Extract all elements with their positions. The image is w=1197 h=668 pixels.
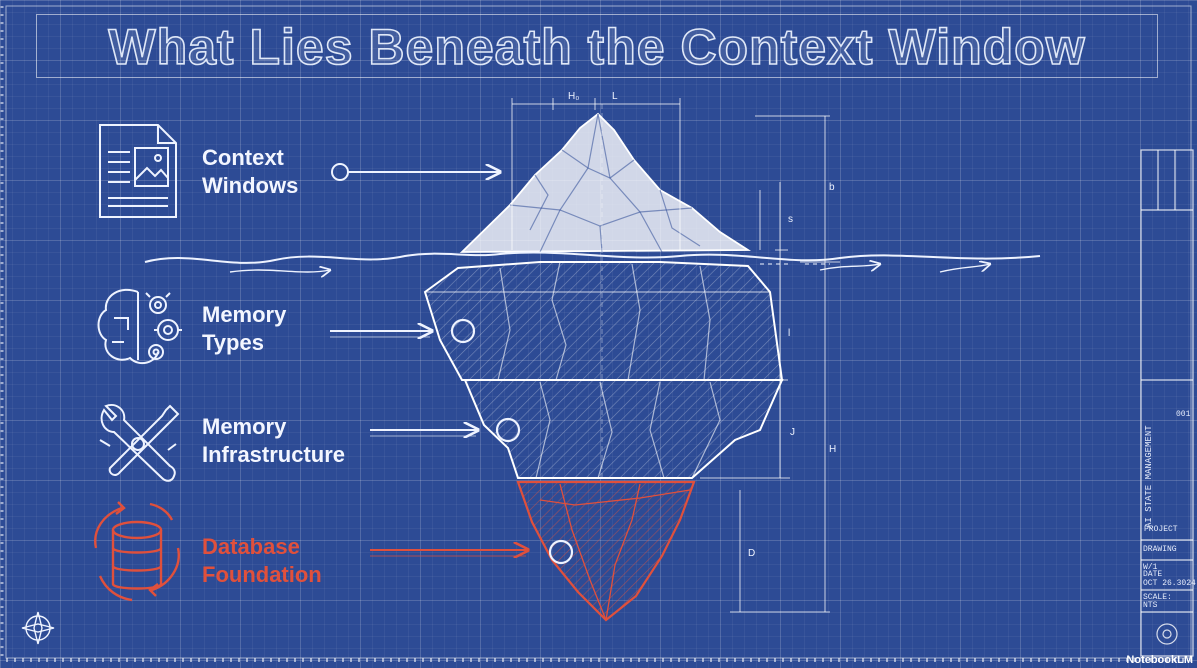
border-frame <box>0 5 1192 662</box>
label-memory-infrastructure: Memory Infrastructure <box>202 413 345 469</box>
dimension-labels: H₀ L b s l J H D <box>568 91 836 559</box>
tb-sheet-no: 001 <box>1176 410 1191 419</box>
label-line-1: Memory <box>202 302 287 327</box>
iceberg-memory-infrastructure-layer <box>463 379 784 479</box>
tb-project: AI STATE MANAGEMENT <box>1144 425 1154 528</box>
iceberg-memory-types-layer <box>423 261 784 381</box>
memory-infrastructure-pointer-dot <box>495 417 521 443</box>
wrench-screwdriver-icon <box>99 404 180 482</box>
label-line-1: Context <box>202 145 284 170</box>
memory-types-pointer-dot <box>450 318 476 344</box>
tb-date-label: DATE <box>1143 570 1163 579</box>
tb-project-label: PROJECT <box>1144 525 1178 534</box>
tb-scale: NTS <box>1143 601 1158 610</box>
waterline <box>144 251 1041 272</box>
document-icon <box>99 124 177 218</box>
dimension-lines <box>511 98 840 613</box>
iceberg-tip <box>459 112 752 253</box>
tb-date: OCT 26.3024 <box>1143 579 1196 588</box>
label-memory-types: Memory Types <box>202 301 286 357</box>
database-cycle-icon <box>94 501 180 602</box>
tb-drawing-label: DRAWING <box>1143 545 1177 554</box>
dim-top-b: L <box>612 91 618 102</box>
label-line-2: Foundation <box>202 562 322 587</box>
dim-side-4: J <box>790 427 795 438</box>
brain-gears-icon <box>97 288 182 365</box>
database-foundation-pointer-dot <box>548 539 574 565</box>
tb-drawing: W/1 <box>1143 563 1158 572</box>
label-database-foundation: Database Foundation <box>202 533 322 589</box>
dim-side-2: s <box>788 214 793 225</box>
title-block-frame <box>1140 149 1194 657</box>
label-line-1: Memory <box>202 414 287 439</box>
label-line-1: Database <box>202 534 300 559</box>
iceberg-database-foundation-layer <box>516 480 696 622</box>
dim-side-6: D <box>748 548 755 559</box>
pointer-arrows <box>330 163 574 565</box>
page-title: What Lies Beneath the Context Window <box>36 14 1158 78</box>
dim-side-5: H <box>829 444 836 455</box>
dim-side-1: b <box>829 182 835 193</box>
dim-top-a: H₀ <box>568 91 579 102</box>
label-line-2: Infrastructure <box>202 442 346 467</box>
tb-scale-label: SCALE: <box>1143 593 1172 602</box>
label-context-windows: Context Windows <box>202 144 298 200</box>
brand-watermark: NotebookLM <box>1126 654 1193 666</box>
label-line-2: Windows <box>202 173 299 198</box>
label-line-2: Types <box>202 330 264 355</box>
context-windows-pointer-dot <box>331 163 349 181</box>
compass-icon <box>21 611 55 645</box>
dim-side-3: l <box>788 328 790 339</box>
